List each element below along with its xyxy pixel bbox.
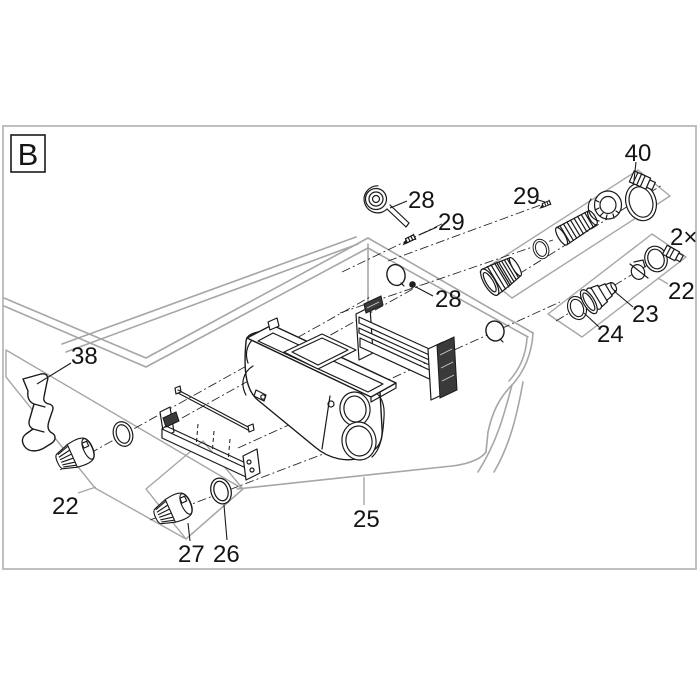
leader-40 [633, 161, 637, 181]
lid-bottom-edge [236, 451, 487, 490]
leader-24 [583, 312, 600, 328]
housing-body [242, 329, 386, 461]
callout-23: 23 [632, 301, 659, 328]
hose-clamp-22 [644, 244, 684, 273]
leader-27 [187, 522, 191, 542]
callout-24: 24 [597, 321, 624, 348]
hose-tail-23 [579, 281, 618, 315]
leader-38 [36, 362, 72, 385]
leader-22-left [77, 486, 97, 494]
inlet-fitting-group [480, 170, 658, 296]
callout-28-spiral: 28 [408, 187, 435, 214]
leader-29-right [537, 199, 546, 203]
connection-kit-left [21, 373, 236, 531]
connection-kit-right [563, 244, 684, 323]
callout-28-plug: 28 [435, 286, 462, 313]
kit-box-2x [547, 233, 687, 338]
view-label: B [18, 137, 39, 172]
leader-28-mid [415, 286, 434, 297]
uvc-housing-25 [159, 263, 505, 481]
bulkhead-fitting [480, 256, 523, 296]
leader-28-top [389, 200, 408, 209]
spiral-clip-28 [363, 185, 410, 228]
callout-22-right: 22 [668, 278, 695, 305]
callout-40: 40 [625, 140, 652, 167]
lid-rim-inner [3, 247, 529, 368]
callout-27: 27 [178, 541, 205, 568]
leader-26 [223, 504, 228, 541]
axis-left-kit [59, 295, 373, 471]
lid-rim-outer [3, 237, 534, 359]
callout-38: 38 [71, 343, 98, 370]
callout-labels: B 40 28 29 29 28 2× 22 23 24 38 22 25 27… [10, 134, 697, 568]
kit-box-left [5, 349, 244, 540]
bracket-38 [21, 373, 56, 452]
lid-corner-curve-inner [508, 337, 528, 382]
plug-dot-28 [409, 281, 416, 288]
leader-22-right [657, 277, 669, 285]
leader-23 [613, 290, 634, 308]
view-label-box [10, 134, 46, 173]
leader-29-top [418, 226, 438, 236]
callout-26: 26 [213, 541, 240, 568]
filter-grate [159, 385, 261, 481]
hose-curve-1 [477, 384, 513, 473]
leader-lines [36, 161, 637, 542]
housing-top-frame [246, 317, 397, 403]
callout-29-top: 29 [438, 209, 465, 236]
axis-screw-right [387, 202, 547, 262]
callout-29-right: 29 [513, 183, 540, 210]
callout-2x: 2× [670, 224, 697, 251]
union-nut [587, 190, 623, 222]
lid-inner-edge [61, 236, 359, 353]
reference-outlines [3, 169, 687, 540]
mounting-bracket [355, 295, 458, 401]
lid-hole-oval-2 [485, 320, 505, 342]
lid-hole-oval-1 [386, 263, 406, 287]
callout-22-left: 22 [52, 493, 79, 520]
hose-curve-2 [493, 381, 524, 473]
callout-25: 25 [353, 506, 380, 533]
clip [629, 259, 649, 280]
